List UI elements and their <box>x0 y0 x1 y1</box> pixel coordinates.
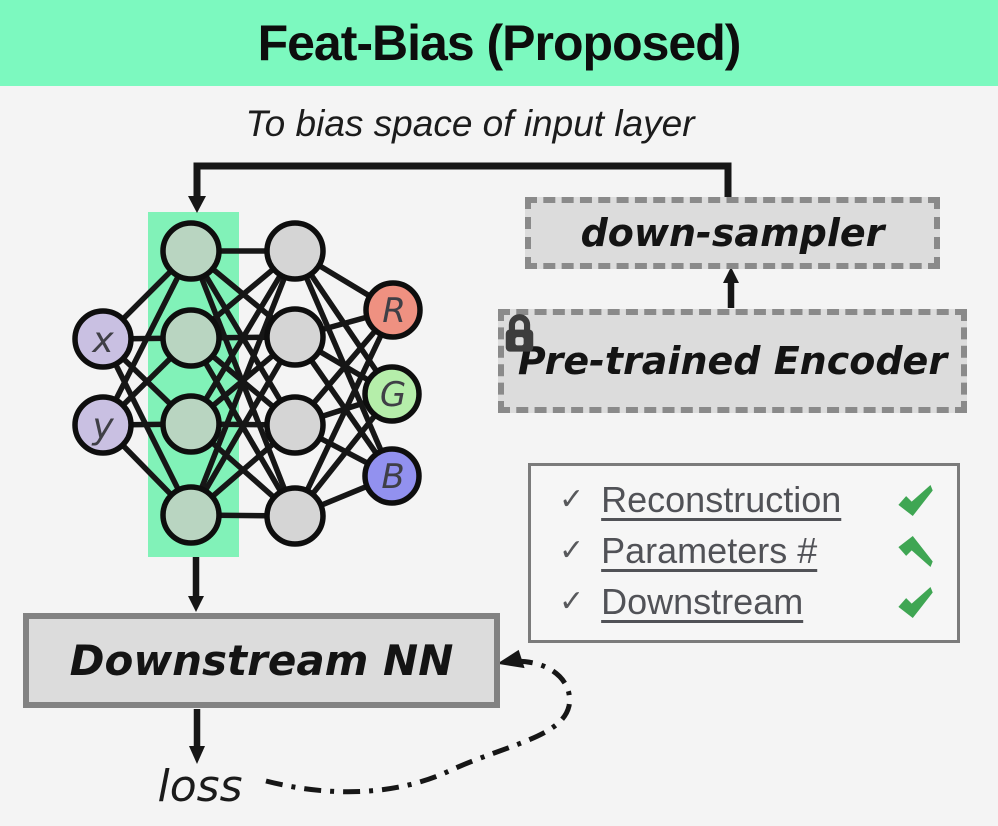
neuron-node <box>363 280 423 340</box>
neuron-node <box>72 394 134 456</box>
neuron-node <box>264 220 326 282</box>
neuron-node <box>264 394 326 456</box>
neuron-node <box>160 484 222 546</box>
check-icon: ✓ <box>559 584 585 619</box>
trend-down-icon <box>898 535 933 567</box>
input-label-x: x <box>91 320 114 361</box>
neuron-node <box>362 364 422 424</box>
neuron-node <box>72 308 134 370</box>
encoder-to-sampler-arrow <box>723 267 739 308</box>
input-label-y: y <box>91 406 114 447</box>
downstream-nn-label: Downstream NN <box>69 636 454 685</box>
output-label-b: B <box>381 457 404 497</box>
output-layer: R G B <box>362 280 423 506</box>
output-label-g: G <box>380 375 406 415</box>
neuron-node <box>362 446 422 506</box>
down-sampler-label: down-sampler <box>580 211 885 255</box>
benefits-checklist: ✓ Reconstruction ✓ Parameters # ✓ Downst… <box>528 463 960 643</box>
column-to-downstream-arrow <box>188 557 204 612</box>
check-icon: ✓ <box>559 482 585 517</box>
neuron-node <box>160 393 222 455</box>
encoder-label: Pre-trained Encoder <box>517 339 948 383</box>
neuron-node <box>264 485 326 547</box>
down-sampler-box: down-sampler <box>525 197 940 269</box>
network-edges <box>100 248 396 519</box>
hidden-layer-1 <box>160 220 222 546</box>
trend-up-icon <box>898 586 933 618</box>
trend-up-icon <box>898 484 933 516</box>
checklist-row: ✓ Reconstruction <box>559 479 933 521</box>
hidden-layer-2 <box>264 220 326 547</box>
checklist-row: ✓ Parameters # <box>559 530 933 572</box>
title-bar: Feat-Bias (Proposed) <box>0 0 998 86</box>
checklist-item-label: Downstream <box>601 581 804 622</box>
lock-icon <box>505 314 534 352</box>
figure-title: Feat-Bias (Proposed) <box>257 15 742 71</box>
bias-arrow <box>188 162 732 213</box>
downstream-nn-box: Downstream NN <box>23 613 500 708</box>
neuron-node <box>264 306 326 368</box>
neuron-node <box>160 307 222 369</box>
downstream-to-loss-arrow <box>189 709 205 764</box>
checklist-row: ✓ Downstream <box>559 581 933 623</box>
checklist-item-label: Parameters # <box>601 530 818 571</box>
input-layer: x y <box>72 308 134 456</box>
loss-label: loss <box>157 761 243 812</box>
feedback-arrow <box>265 649 573 795</box>
check-icon: ✓ <box>559 533 585 568</box>
bias-arrow-label: To bias space of input layer <box>245 103 695 144</box>
output-label-r: R <box>382 291 406 331</box>
encoder-box: Pre-trained Encoder <box>498 309 967 413</box>
neuron-node <box>160 220 222 282</box>
checklist-item-label: Reconstruction <box>601 479 842 520</box>
